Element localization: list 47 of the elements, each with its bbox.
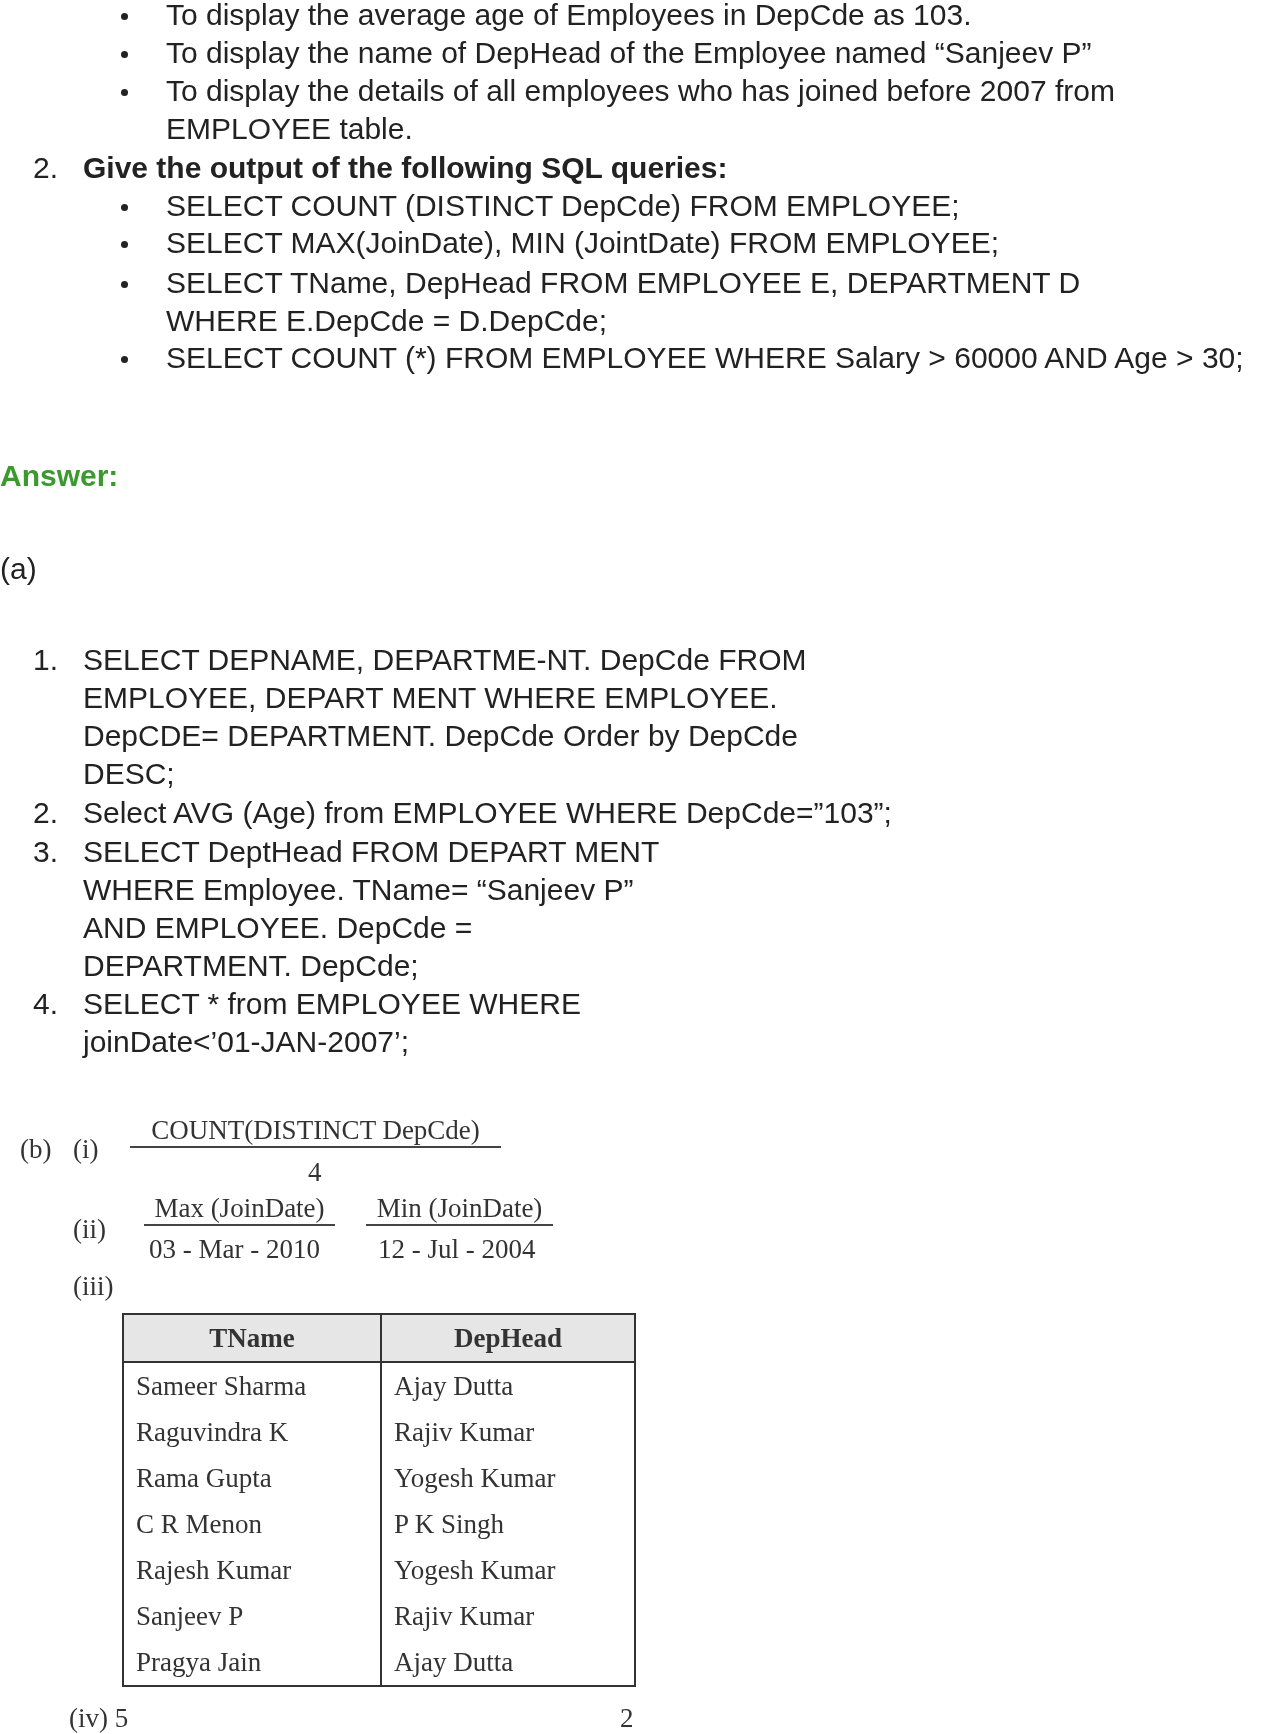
table-cell: Rajesh Kumar [123,1547,381,1593]
sql-query-text: SELECT COUNT (*) FROM EMPLOYEE WHERE Salary > 60000 AND Age > 30; [166,340,1245,376]
sql-query-text: SELECT TName, DepHead FROM EMPLOYEE E, DEPARTMENT D WHERE E.DepCde = D.DepCde; [166,265,1082,339]
table-cell: Rajiv Kumar [381,1409,635,1455]
column-heading: COUNT(DISTINCT DepCde) [130,1114,501,1148]
table-cell: Raguvindra K [123,1409,381,1455]
table-header-cell: TName [123,1314,381,1362]
sql-query-text: SELECT MAX(JoinDate), MIN (JointDate) FROM EMPLOYEE; [166,225,1000,261]
part-label: (a) [0,551,37,587]
table-cell: Ajay Dutta [381,1639,635,1686]
table-cell: P K Singh [381,1501,635,1547]
answer-heading: Answer: [0,458,119,494]
sql-answer-text: SELECT DeptHead FROM DEPART MENT WHERE Employee. TName= “Sanjeev P” AND EMPLOYEE. DepCde = DEPARTMENT. DepCde; [83,834,660,984]
table-cell: Sanjeev P [123,1593,381,1639]
table-cell: Pragya Jain [123,1639,381,1686]
sql-answer-text: SELECT * from EMPLOYEE WHERE joinDate<’01-JAN-2007’; [83,986,582,1060]
table-header-cell: DepHead [381,1314,635,1362]
list-item-text: To display the average age of Employees in DepCde as 103. [166,0,973,33]
table-cell: Yogesh Kumar [381,1455,635,1501]
question-heading: Give the output of the following SQL queries: [83,150,728,186]
part-label: (i) [73,1133,99,1165]
list-number: 4. [33,986,59,1022]
list-number: 3. [33,834,59,870]
part-label: (b) [20,1133,52,1165]
sql-answer-text: Select AVG (Age) from EMPLOYEE WHERE DepCde=”103”; [83,795,893,831]
result-value: 03 - Mar - 2010 [149,1233,320,1265]
table-cell: C R Menon [123,1501,381,1547]
part-label: (ii) [73,1213,106,1245]
table-cell: Rajiv Kumar [381,1593,635,1639]
result-value: 12 - Jul - 2004 [378,1233,536,1265]
column-heading: Min (JoinDate) [366,1192,553,1226]
column-heading: Max (JoinDate) [144,1192,335,1226]
result-value: 4 [308,1156,322,1188]
list-item-text: To display the name of DepHead of the Employee named “Sanjeev P” [166,35,1093,71]
list-item-text: To display the details of all employees who has joined before 2007 from EMPLOYEE table. [166,73,1116,147]
part-label: (iii) [73,1270,114,1302]
table-cell: Sameer Sharma [123,1362,381,1409]
table-cell: Ajay Dutta [381,1362,635,1409]
result-value: (iv) 5 [69,1702,129,1734]
list-number: 2. [33,150,59,186]
page-number: 2 [620,1702,634,1734]
list-number: 2. [33,795,59,831]
table-cell: Yogesh Kumar [381,1547,635,1593]
list-number: 1. [33,642,59,678]
sql-query-text: SELECT COUNT (DISTINCT DepCde) FROM EMPLOYEE; [166,188,961,224]
table-cell: Rama Gupta [123,1455,381,1501]
sql-answer-text: SELECT DEPNAME, DEPARTME-NT. DepCde FROM EMPLOYEE, DEPART MENT WHERE EMPLOYEE. DepCDE= DEPARTMENT. DepCde Order by DepCde DESC; [83,642,808,792]
